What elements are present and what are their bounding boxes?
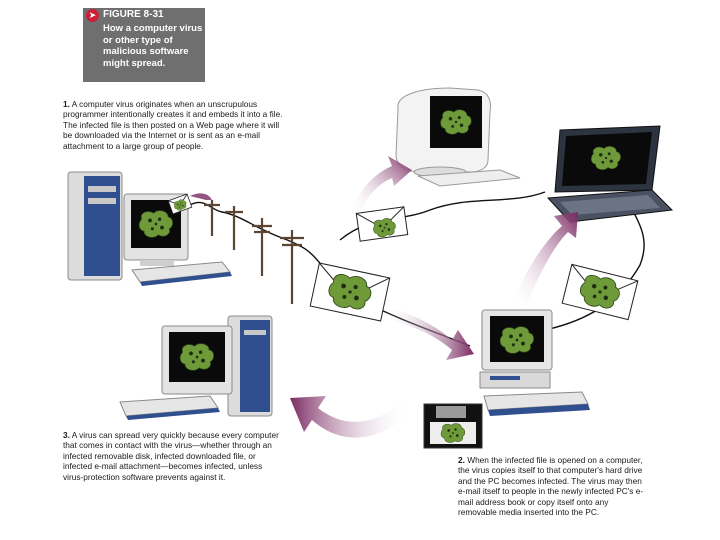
envelope-icon — [167, 193, 193, 215]
envelope-icon — [561, 263, 639, 321]
envelope-icon — [355, 206, 409, 242]
floppy-disk-icon — [423, 403, 483, 449]
step-description: A computer virus originates when an unsc… — [63, 99, 283, 151]
figure-caption: How a computer virus or other type of ma… — [103, 23, 203, 69]
step-2-text: 2. When the infected file is opened on a… — [458, 455, 648, 517]
utility-pole-icon — [204, 200, 304, 304]
figure-label: FIGURE 8-31 — [103, 9, 164, 20]
spread-arrow-icon — [352, 156, 412, 214]
step-description: A virus can spread very quickly because … — [63, 430, 279, 482]
imac-computer-icon — [395, 87, 521, 187]
step-number: 1. — [63, 99, 70, 109]
step-number: 3. — [63, 430, 70, 440]
envelope-icon — [309, 262, 391, 322]
spread-arrow-icon — [190, 193, 212, 200]
figure-box — [83, 8, 205, 82]
step-number: 2. — [458, 455, 465, 465]
laptop-computer-icon — [546, 125, 674, 223]
step-1-text: 1. A computer virus originates when an u… — [63, 99, 283, 151]
desktop-computer-icon — [67, 171, 232, 286]
network-wire — [544, 204, 645, 331]
spread-arrow-icon — [512, 212, 578, 306]
spread-arrow-icon — [290, 396, 410, 438]
figure-bullet-icon: ➤ — [86, 9, 99, 22]
network-wire — [187, 201, 301, 247]
spread-arrow-icon — [382, 306, 474, 360]
desktop-computer-icon — [119, 315, 273, 420]
infected-pc-icon — [479, 309, 590, 416]
step-description: When the infected file is opened on a co… — [458, 455, 644, 518]
step-3-text: 3. A virus can spread very quickly becau… — [63, 430, 283, 482]
